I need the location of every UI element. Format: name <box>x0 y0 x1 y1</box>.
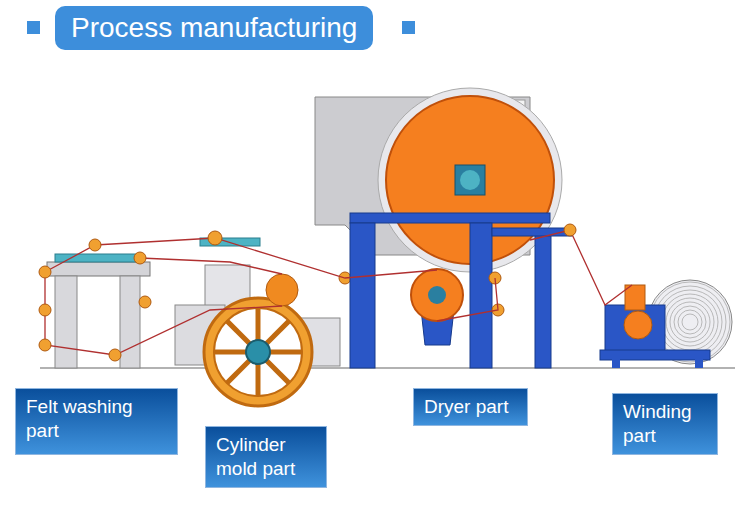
section-label-box: Felt washing part <box>15 388 178 455</box>
section-label: Felt washing part <box>26 395 167 443</box>
title-square <box>27 21 40 34</box>
section-label-box: Cylinder mold part <box>205 426 327 488</box>
felt-line <box>45 230 632 355</box>
dryer-section <box>315 88 572 368</box>
roller <box>39 224 576 361</box>
winding-machine <box>600 280 732 368</box>
section-label: Dryer part <box>424 395 517 419</box>
section-label-box: Winding part <box>612 393 718 455</box>
section-label-box: Dryer part <box>413 388 528 426</box>
cylinder-mold <box>204 272 351 406</box>
section-label: Cylinder mold part <box>216 433 316 481</box>
title-banner: Process manufacturing <box>55 6 373 50</box>
title-square <box>402 21 415 34</box>
section-label: Winding part <box>623 400 707 448</box>
ground-line <box>40 367 735 369</box>
